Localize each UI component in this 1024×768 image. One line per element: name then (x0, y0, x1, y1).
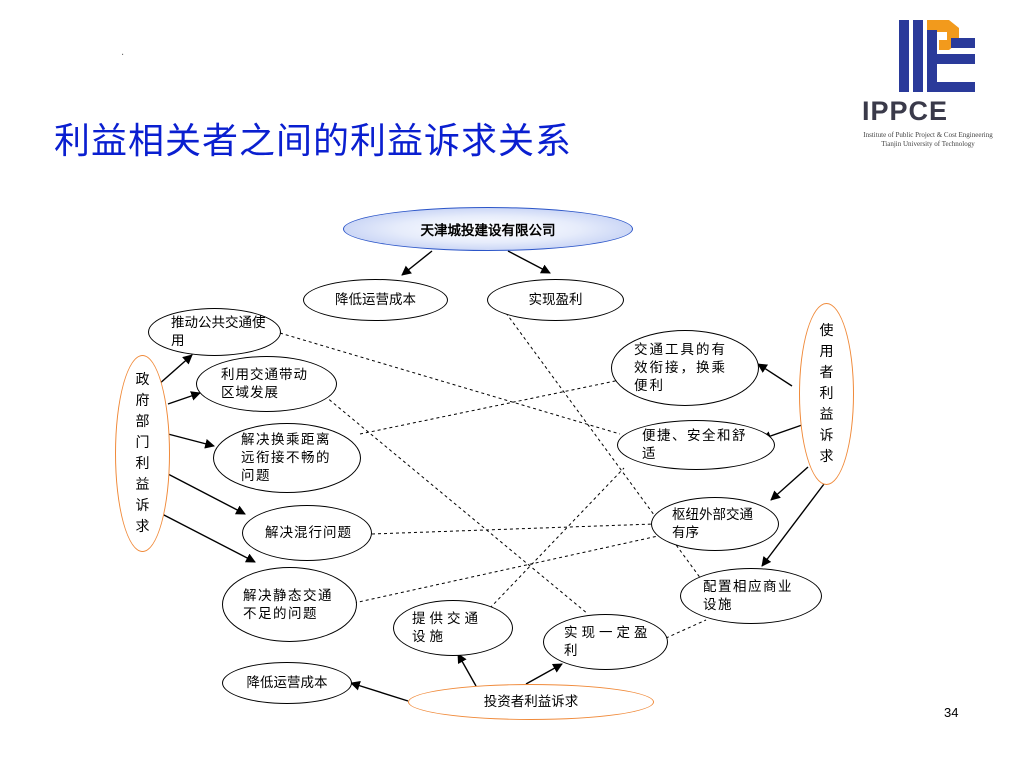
company-goal-reduce-cost: 降低运营成本 (303, 279, 448, 321)
arrow-user-to-commercial (761, 483, 825, 567)
arrow-top-to-profit (507, 250, 551, 274)
gov-transfer-distance: 解决换乘距离远衔接不畅的问题 (213, 423, 361, 493)
dash-facilities-convenience (489, 467, 625, 609)
gov-corridor: 利用交通带动区域发展 (196, 356, 337, 412)
investor-reduce-cost: 降低运营成本 (222, 662, 352, 704)
slide-mark: · (121, 50, 125, 61)
company-goal-profit: 实现盈利 (487, 279, 624, 321)
investor-profit: 实现一定盈利 (543, 614, 668, 670)
arrow-investor-to-reduce-cost (350, 680, 409, 702)
user-convenience: 便捷、安全和舒适 (617, 420, 775, 470)
dash-mixed-order (371, 523, 655, 535)
logo-name: IPPCE (862, 96, 949, 126)
dash-static-order (353, 535, 659, 604)
gov-static-traffic: 解决静态交通不足的问题 (222, 567, 357, 642)
dash-transfer-connection (359, 379, 621, 435)
arrow-gov-to-public-transit (157, 354, 193, 386)
user-connection: 交通工具的有效衔接，换乘便利 (611, 330, 759, 406)
ippce-logo-icon (899, 20, 975, 92)
arrow-gov-to-transfer (167, 433, 215, 449)
arrow-gov-to-mixed (167, 473, 246, 515)
arrow-gov-to-corridor (167, 391, 201, 405)
user-commercial: 配置相应商业设施 (680, 568, 822, 624)
dash-corridor-profit (319, 391, 589, 615)
arrow-investor-to-facilities (457, 653, 477, 687)
page-number: 34 (944, 705, 959, 720)
user-order: 枢纽外部交通有序 (651, 497, 779, 551)
investor-interest-node: 投资者利益诉求 (408, 684, 654, 720)
user-interest-node: 使用者利益诉求 (799, 303, 854, 485)
arrow-user-to-connection (757, 363, 793, 387)
gov-mixed-traffic: 解决混行问题 (242, 505, 372, 561)
investor-facilities: 提供交通设施 (393, 600, 513, 656)
arrow-top-to-reduce-cost (401, 250, 433, 276)
government-interest-node: 政府部门利益诉求 (115, 355, 170, 552)
gov-public-transit: 推动公共交通使用 (148, 308, 281, 356)
dash-transit-convenience (279, 332, 621, 435)
arrow-investor-to-profit (525, 663, 563, 685)
slide-title: 利益相关者之间的利益诉求关系 (54, 121, 573, 162)
arrow-gov-to-static (161, 513, 256, 563)
dash-profit-commercial-right (665, 619, 707, 639)
logo-subtitle: Institute of Public Project & Cost Engin… (863, 131, 993, 148)
company-node: 天津城投建设有限公司 (343, 207, 633, 251)
arrow-user-to-order (770, 466, 809, 501)
dash-profit-commercial (505, 312, 705, 584)
